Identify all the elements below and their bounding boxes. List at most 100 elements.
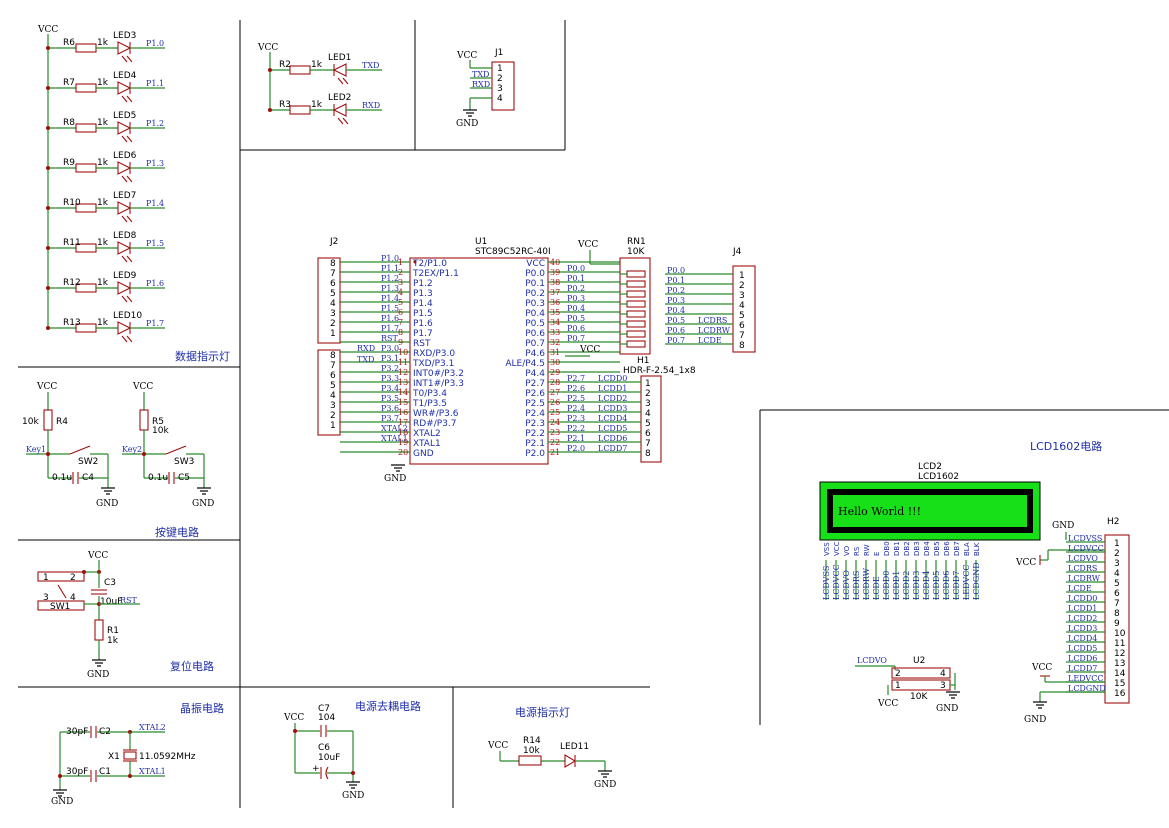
j1-net-txd: TXD: [472, 70, 489, 79]
resistor-value: 10k: [22, 417, 39, 427]
j4-net-label: P0.3: [667, 296, 685, 305]
lcd-block-title: LCD1602电路: [1030, 440, 1102, 453]
h2-net-label: LCDGND: [1068, 684, 1106, 693]
mcu-pin-number: 38: [550, 278, 560, 287]
c2-value: 30pF: [66, 727, 88, 737]
junction-dot: [46, 326, 50, 330]
h1-net-label: LCDD3: [598, 404, 627, 413]
mcu-pin-name: RXD/P3.0: [413, 349, 455, 359]
mcu-net-label: P3.5: [381, 394, 399, 403]
h2-net-label: LCDD6: [1068, 654, 1097, 663]
u1-ref: U1: [475, 237, 487, 247]
h2-pin-number: 1: [1114, 539, 1120, 549]
mcu-pin-number: 14: [398, 388, 408, 397]
led-net-label: P1.5: [146, 239, 164, 248]
h2-pin-number: 4: [1114, 569, 1120, 579]
rn1-value: 10K: [627, 247, 645, 257]
lcd-net-label: LCDD5: [932, 571, 941, 600]
mcu-net-label: P2.5: [567, 394, 585, 403]
sw1-ref: SW1: [50, 602, 70, 612]
j1-pin: 1: [497, 64, 503, 74]
j2-pin-number: 8: [330, 351, 336, 361]
j2-pin-number: 5: [330, 289, 336, 299]
h2-net-label: LCDRS: [1068, 564, 1097, 573]
led-body: [117, 41, 132, 55]
rn1-resistor: [626, 280, 646, 288]
mcu-pin-number: 40: [550, 258, 560, 267]
u2-potentiometer: LCDVO U2 2 4 1 3 10K VCC GND: [855, 656, 960, 714]
mcu-pin-number: 4: [398, 288, 403, 297]
rn1-resistor: [626, 320, 646, 328]
x1-freq: 11.0592MHz: [139, 752, 196, 762]
junction-dot: [46, 206, 50, 210]
led-body: [117, 161, 132, 175]
capacitor-ref: C5: [178, 473, 190, 483]
mcu-net-label: P2.4: [567, 404, 585, 413]
r1-ref: R1: [107, 626, 119, 636]
h2-header: H2 GND VCC VCC GND 1LCDVSS2LCDVCC3LCDVO4…: [1015, 517, 1130, 725]
j2-pin-number: 6: [330, 279, 336, 289]
lcd-pin-name: VSS: [823, 542, 831, 556]
h2-net-label: LEDVCC: [1068, 674, 1103, 683]
lcd-ref: LCD2: [918, 462, 942, 472]
mcu-pin-name: P0.2: [525, 289, 545, 299]
led-net-label: TXD: [362, 61, 379, 70]
vcc-label: VCC: [579, 345, 600, 355]
j4-pin-number: 8: [739, 341, 745, 351]
h2-net-label: LCDD4: [1068, 634, 1097, 643]
led-block-title: 数据指示灯: [175, 349, 230, 363]
h2-pin-number: 7: [1114, 599, 1120, 609]
h1-part: HDR-F-2.54_1x8: [623, 366, 696, 376]
mcu-pin-name: T1/P3.5: [412, 399, 447, 409]
resistor-value: 10k: [152, 426, 169, 436]
h2-pin-number: 9: [1114, 619, 1120, 629]
mcu-pin-name: P1.5: [413, 309, 433, 319]
capacitor-value: 0.1u: [148, 473, 168, 483]
mcu-pin-name: P0.1: [525, 279, 545, 289]
lcd-pin-name: E: [873, 552, 881, 556]
led-ref: LED9: [113, 271, 137, 281]
mcu-pin-name: WR#/P3.6: [413, 409, 459, 419]
h2-pin-number: 12: [1114, 649, 1125, 659]
lcd-screen: [833, 495, 1027, 527]
lcd-net-label: LCDD7: [952, 571, 961, 600]
h1-pin-number: 8: [645, 449, 651, 459]
c6-value: 10uF: [318, 753, 340, 763]
junction-dot: [46, 452, 50, 456]
j4-net-label: P0.2: [667, 286, 685, 295]
led-emission-arrow: [121, 215, 128, 223]
gnd-label: GND: [342, 791, 364, 801]
mcu-net-label: P1.1: [381, 264, 399, 273]
resistor-body: [289, 105, 311, 115]
j4-lcd-net-label: LCDRS: [698, 316, 727, 325]
mcu-pin-number: 20: [398, 448, 408, 457]
lcd-net-label: LCDD3: [912, 571, 921, 600]
mcu-pin-number: 12: [398, 368, 408, 377]
lcd-net-label: LCDRW: [862, 567, 871, 600]
mcu-net-label: P3.7: [381, 414, 399, 423]
vcc-label: VCC: [132, 382, 153, 392]
h2-pin-number: 8: [1114, 609, 1120, 619]
led-net-label: P1.7: [146, 319, 164, 328]
led-emission-arrow: [121, 335, 128, 343]
j4-pin-number: 1: [739, 271, 745, 281]
h2-pin-number: 6: [1114, 589, 1120, 599]
mcu-net-label: P1.7: [381, 324, 399, 333]
mcu-pin-name: P1.4: [413, 299, 433, 309]
gnd-label: GND: [456, 119, 478, 129]
lcd1602-block: LCD2 LCD1602 Hello World !!! VSSLCDVSSVC…: [819, 462, 1041, 600]
lcd-screen-text: Hello World !!!: [838, 505, 921, 518]
j4-pin-number: 3: [739, 291, 745, 301]
j2-pin-number: 5: [330, 381, 336, 391]
junction-dot: [46, 286, 50, 290]
junction-dot: [268, 68, 272, 72]
mcu-pin-name: T2EX/P1.1: [412, 269, 459, 279]
mcu-net-label: P3.6: [381, 404, 399, 413]
u1-part: STC89C52RC-40I: [475, 247, 551, 257]
resistor-ref: R3: [279, 100, 291, 110]
vcc-label: VCC: [1031, 663, 1052, 673]
led-emission-arrow: [126, 135, 133, 143]
mcu-pin-number: 1: [398, 258, 403, 267]
mcu-pin-name: P2.2: [525, 429, 545, 439]
j2-net-label: RXD: [357, 344, 375, 353]
